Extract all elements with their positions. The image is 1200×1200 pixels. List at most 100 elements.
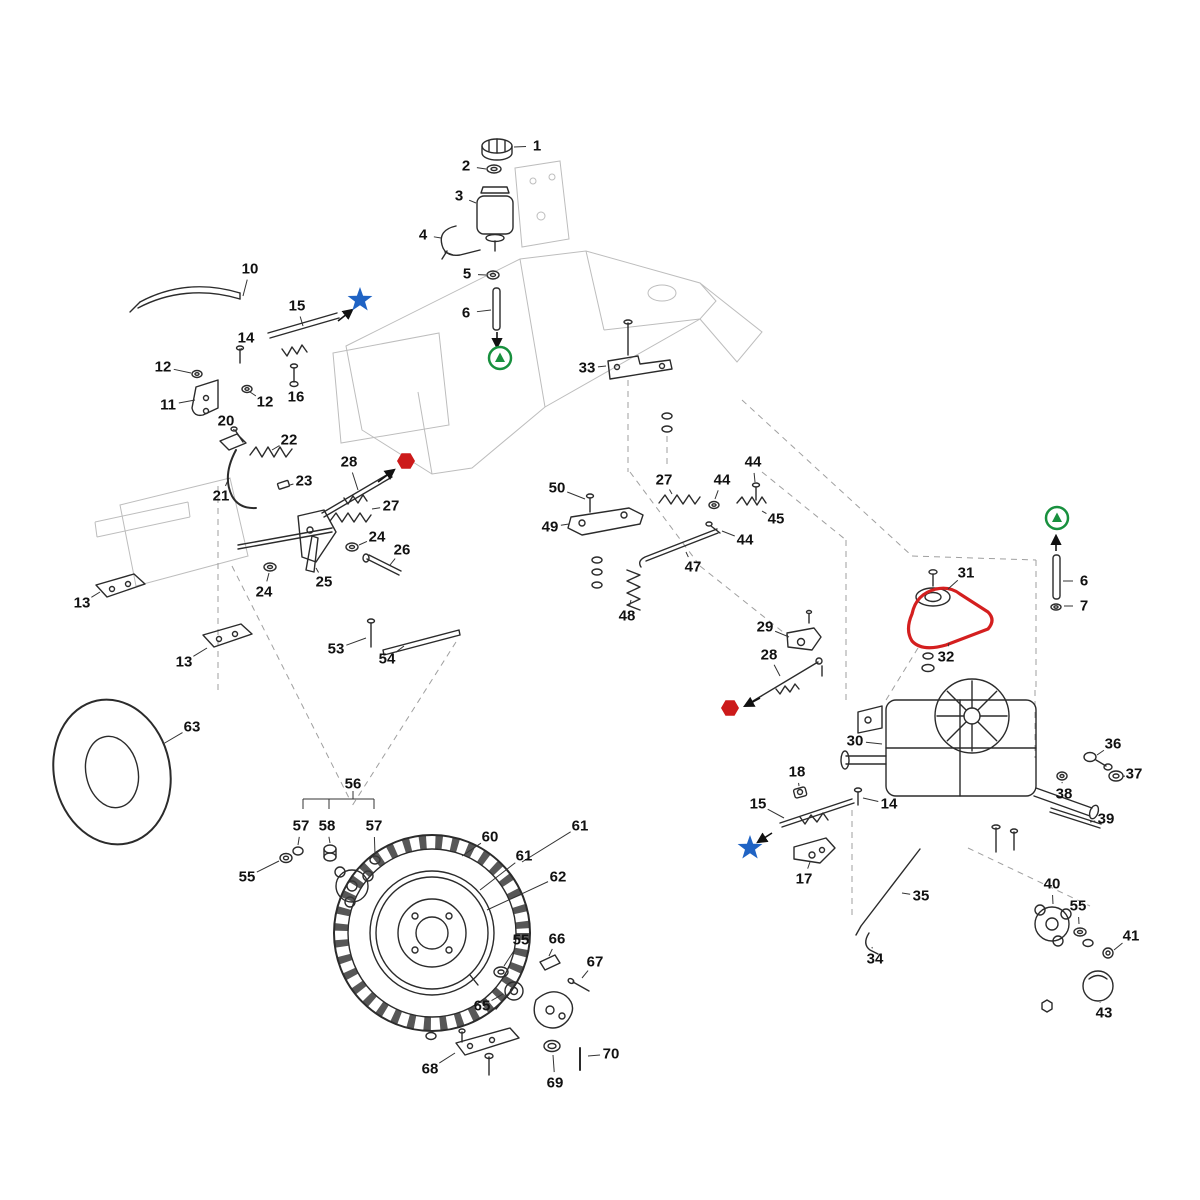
leader-line xyxy=(315,567,319,573)
leader-line xyxy=(491,993,504,1001)
leader-line xyxy=(862,797,879,803)
part-label: 11 xyxy=(160,397,176,414)
part-label: 66 xyxy=(549,931,566,948)
part-label: 61 xyxy=(572,818,589,835)
red-hexagon-marker xyxy=(721,700,739,716)
leader-line xyxy=(773,664,781,677)
part-label: 44 xyxy=(737,532,754,549)
part-label: 57 xyxy=(366,818,383,835)
part-label: 32 xyxy=(938,649,955,666)
leader-line xyxy=(438,1052,456,1064)
part-label: 45 xyxy=(768,511,785,528)
direction-arrows xyxy=(337,308,1062,844)
leader-line xyxy=(761,510,767,514)
part-label: 53 xyxy=(328,641,345,658)
leader-line xyxy=(669,489,673,495)
transmission-assembly xyxy=(840,554,1124,853)
part-label: 1 xyxy=(533,138,541,155)
red-hexagon-marker xyxy=(397,453,415,469)
part-label: 13 xyxy=(74,595,91,612)
part-label: 62 xyxy=(550,869,567,886)
part-label: 24 xyxy=(369,529,386,546)
leader-line xyxy=(476,309,492,313)
leader-line xyxy=(947,642,950,647)
front-hub-assembly xyxy=(279,791,381,908)
leader-lines-layer xyxy=(91,145,1126,1073)
part-label: 21 xyxy=(213,488,230,505)
brake-pedal-assembly xyxy=(95,286,461,656)
leader-line xyxy=(685,551,689,558)
part-label: 40 xyxy=(1044,876,1061,893)
leader-line xyxy=(560,523,570,526)
part-label: 27 xyxy=(383,498,400,515)
group-dashed-lines xyxy=(217,380,1091,918)
part-label: 37 xyxy=(1126,766,1143,783)
part-label: 31 xyxy=(958,565,975,582)
part-label: 18 xyxy=(789,764,806,781)
part-label: 47 xyxy=(685,559,702,576)
leader-line xyxy=(865,741,883,745)
leader-line xyxy=(1096,749,1105,756)
leader-line xyxy=(513,145,527,148)
part-label: 61 xyxy=(516,848,533,865)
leader-line xyxy=(297,836,300,846)
part-label: 6 xyxy=(1080,573,1088,590)
spindle-bracket-assembly xyxy=(425,954,590,1076)
leader-line xyxy=(289,483,294,486)
leader-line xyxy=(371,507,381,510)
part-label: 7 xyxy=(1080,598,1088,615)
leader-line xyxy=(767,808,785,819)
part-label: 60 xyxy=(482,829,499,846)
leader-line xyxy=(225,477,230,487)
part-label: 13 xyxy=(176,654,193,671)
green-circled-triangle-marker xyxy=(1044,505,1070,531)
part-label: 70 xyxy=(603,1046,620,1063)
leader-line xyxy=(358,541,368,546)
part-label: 33 xyxy=(579,360,596,377)
wheel-assembly xyxy=(333,834,531,1032)
bracket-33 xyxy=(607,319,673,433)
part-label: 29 xyxy=(757,619,774,636)
leader-line xyxy=(597,365,607,368)
part-label: 43 xyxy=(1096,1005,1113,1022)
leader-line xyxy=(947,579,959,590)
part-label: 15 xyxy=(289,298,306,315)
green-circled-triangle-marker xyxy=(487,345,513,371)
part-label: 28 xyxy=(761,647,778,664)
leader-line xyxy=(433,236,442,239)
part-label: 44 xyxy=(714,472,731,489)
leader-line xyxy=(389,558,396,566)
blue-star-marker xyxy=(737,835,763,859)
part-label: 14 xyxy=(881,796,898,813)
part-label: 44 xyxy=(745,454,762,471)
leader-line xyxy=(193,647,208,657)
color-markers-layer xyxy=(347,287,1070,859)
leader-line xyxy=(240,347,243,351)
drive-belt-highlight xyxy=(906,586,994,650)
part-label: 63 xyxy=(184,719,201,736)
leader-line xyxy=(91,591,101,598)
part-label: 55 xyxy=(239,869,256,886)
rear-bracket-assembly xyxy=(779,786,1114,1013)
inner-tube xyxy=(52,698,172,846)
part-label: 25 xyxy=(316,574,333,591)
leader-line xyxy=(468,199,477,204)
part-label: 58 xyxy=(319,818,336,835)
part-label: 39 xyxy=(1098,811,1115,828)
leader-line xyxy=(328,836,331,844)
part-label: 2 xyxy=(462,158,470,175)
part-label: 34 xyxy=(867,951,884,968)
part-label: 4 xyxy=(419,227,428,244)
leader-line xyxy=(395,645,405,653)
leader-line xyxy=(476,167,487,170)
part-label: 15 xyxy=(750,796,767,813)
leader-line xyxy=(299,316,304,327)
leader-line xyxy=(587,1054,601,1057)
part-label: 56 xyxy=(345,776,362,793)
leader-line xyxy=(162,732,183,745)
part-label: 69 xyxy=(547,1075,564,1092)
part-label: 26 xyxy=(394,542,411,559)
shift-linkage-assembly xyxy=(567,482,823,702)
